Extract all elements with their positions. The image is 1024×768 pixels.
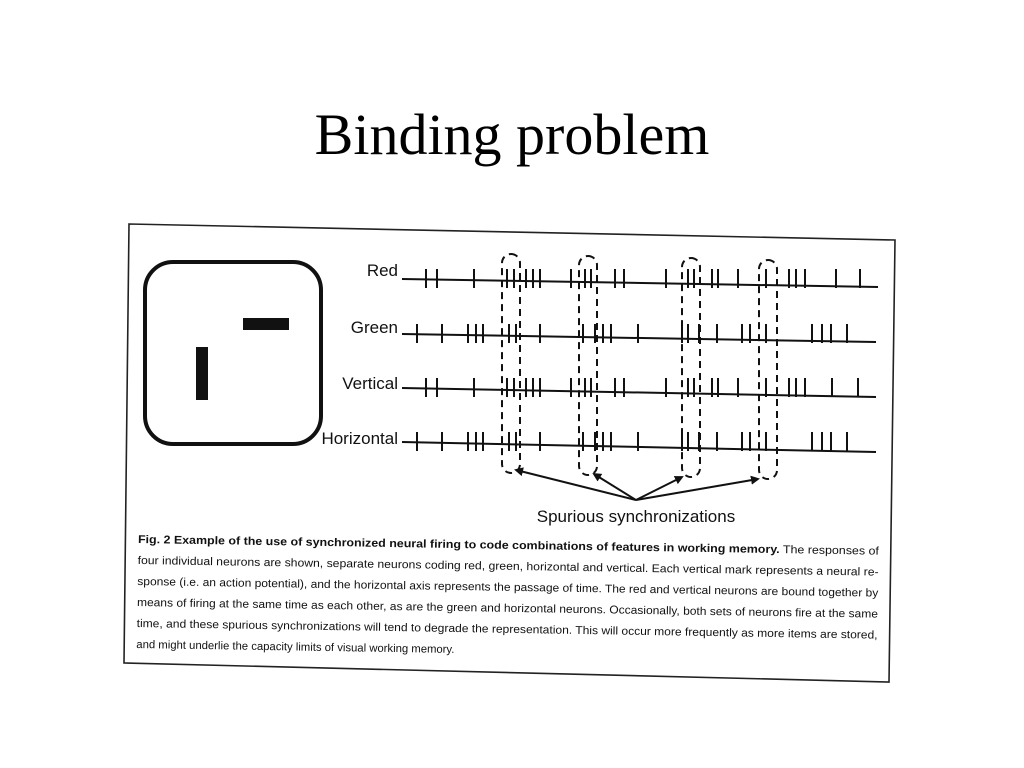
spike-train-vertical xyxy=(401,378,877,398)
sync-oval-4 xyxy=(758,259,778,480)
sync-oval-2 xyxy=(578,255,598,476)
neuron-label-horizontal: Horizontal xyxy=(321,429,398,448)
sync-oval-1 xyxy=(501,253,521,474)
caption-line-1-rest: The responses of xyxy=(780,544,880,558)
neuron-label-green: Green xyxy=(351,318,398,337)
caption-line-6: and might underlie the capacity limits o… xyxy=(136,639,454,656)
neuron-label-red: Red xyxy=(367,261,398,280)
sync-ovals xyxy=(501,253,778,480)
neuron-label-vertical: Vertical xyxy=(342,374,398,393)
sync-oval-3 xyxy=(681,257,701,478)
spike-train-red xyxy=(401,269,879,288)
vertical-bar xyxy=(196,347,208,400)
callout-arrows xyxy=(514,467,760,501)
stimulus-frame xyxy=(143,260,323,446)
horizontal-bar xyxy=(243,318,289,330)
callout-label: Spurious synchronizations xyxy=(537,507,735,526)
slide-title: Binding problem xyxy=(314,102,710,167)
